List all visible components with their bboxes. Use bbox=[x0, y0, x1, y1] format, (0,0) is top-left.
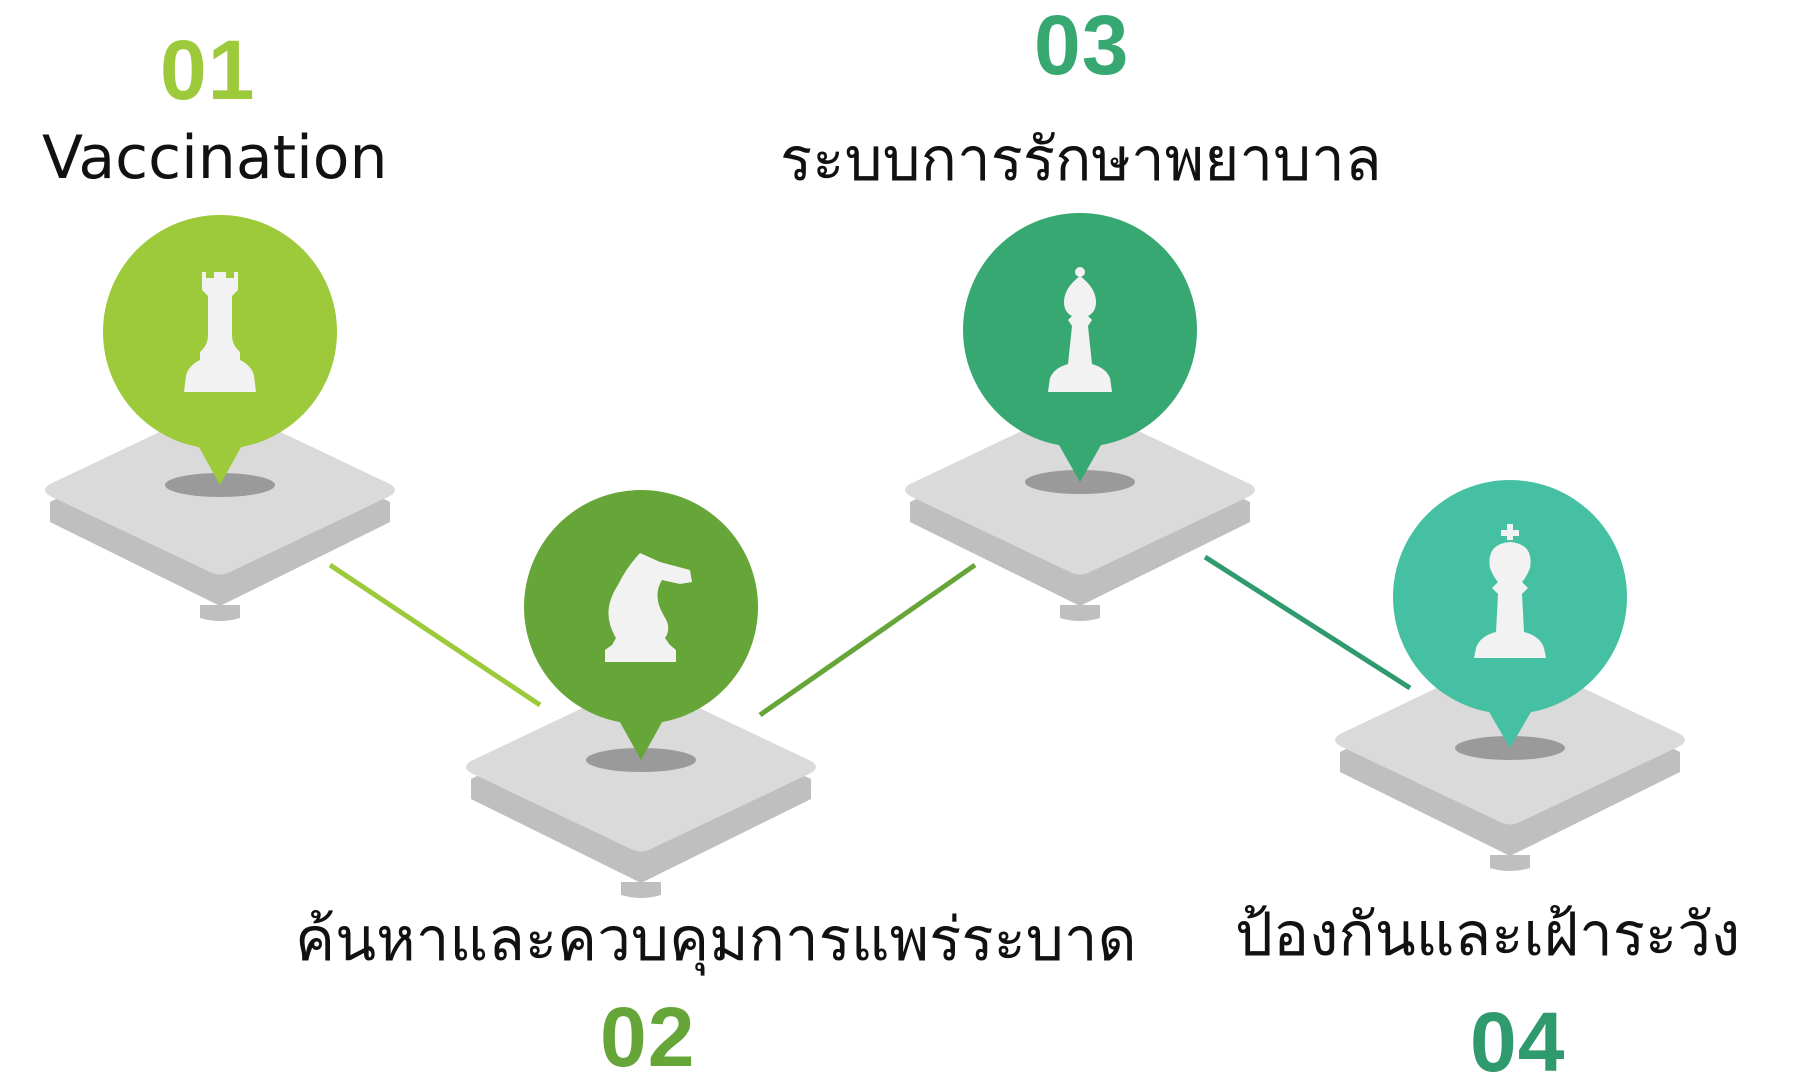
knight-icon bbox=[605, 553, 692, 662]
map-pin-04 bbox=[1393, 480, 1627, 748]
map-pin-01 bbox=[103, 215, 337, 485]
step-label-02: ค้นหาและควบคุมการแพร่ระบาด bbox=[295, 905, 1137, 975]
connector-line-03-04 bbox=[1203, 554, 1412, 691]
map-pin-03 bbox=[963, 213, 1197, 482]
process-diagram bbox=[45, 213, 1685, 898]
step-number-01: 01 bbox=[160, 23, 256, 117]
step-number-03: 03 bbox=[1034, 0, 1130, 92]
step-label-04: ป้องกันและเฝ้าระวัง bbox=[1235, 900, 1741, 970]
king-icon bbox=[1474, 524, 1546, 658]
step-label-03: ระบบการรักษาพยาบาล bbox=[780, 125, 1382, 195]
step-label-01: Vaccination bbox=[42, 123, 388, 193]
rook-icon bbox=[184, 272, 256, 392]
connector-line-02-03 bbox=[758, 562, 977, 718]
step-number-04: 04 bbox=[1470, 995, 1566, 1089]
map-pin-02 bbox=[524, 490, 758, 760]
bishop-icon bbox=[1048, 267, 1112, 392]
step-number-02: 02 bbox=[600, 990, 696, 1084]
connector-line-01-02 bbox=[328, 562, 542, 708]
